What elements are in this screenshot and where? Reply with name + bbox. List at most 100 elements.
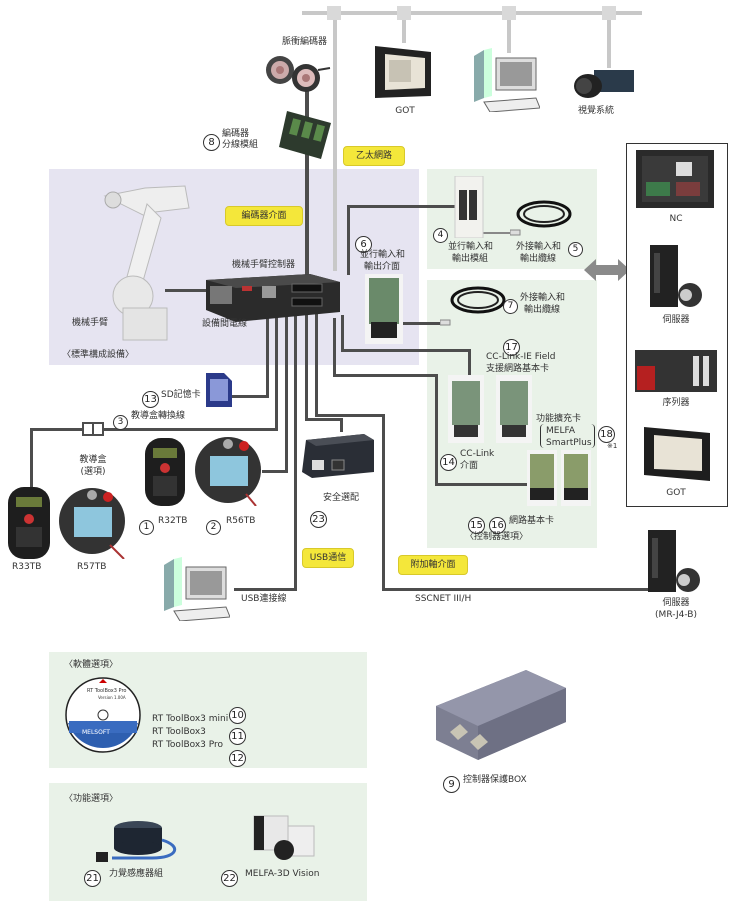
pulse-encoder-image: [262, 50, 332, 92]
encoder-interface-badge: 編碼器介面: [225, 206, 303, 226]
function-options-title: 〈功能選項〉: [64, 794, 119, 804]
software-option-label: RT ToolBox3 Pro: [152, 740, 224, 750]
safety-wire-v2: [340, 418, 343, 432]
ethernet-drop-pc: [507, 13, 511, 53]
encoder-splitter-label-1: 編碼器: [222, 129, 250, 139]
disc-brand: MELSOFT: [82, 729, 110, 736]
sscnet-wire-h2: [382, 588, 652, 591]
item-number-badge: 14: [440, 454, 457, 471]
additional-servo-image: [648, 530, 702, 596]
item-number-badge: 11: [229, 728, 246, 745]
safety-option-image: [302, 432, 374, 480]
usb-cable-label: USB連接線: [241, 594, 287, 604]
item-number-badge: 8: [203, 134, 220, 151]
cclink-wire-h1: [333, 374, 438, 377]
item-number-badge: 4: [433, 228, 448, 243]
external-io-cable-5-label-1: 外接輸入和: [516, 242, 562, 252]
parallel-io-unit-label-1: 並行輸入和: [448, 242, 494, 252]
vision-camera-image: [572, 64, 638, 104]
robot-arm-image: [85, 178, 195, 343]
tb-cable-item: 3: [113, 409, 128, 430]
smartplus-paren-right: [590, 424, 595, 448]
smartplus-label-1: 功能擴充卡: [536, 414, 582, 424]
ethernet-node: [327, 6, 341, 20]
io-unit-wire-v: [347, 205, 350, 275]
external-io-cable-5-label-2: 輸出纜線: [520, 254, 557, 264]
card-cable-wire: [403, 322, 443, 325]
additional-axis-badge: 附加軸介面: [398, 555, 468, 575]
parallel-io-unit-label-2: 輸出模組: [452, 254, 489, 264]
external-device-label: NC: [669, 214, 683, 224]
options-wire-v: [341, 315, 344, 351]
external-io-cable-5-item: 5: [568, 236, 583, 257]
item-number-badge: 1: [139, 520, 154, 535]
bidirectional-arrow-icon: [584, 259, 630, 281]
ethernet-backbone: [302, 11, 642, 15]
r57tb-label: R57TB: [77, 562, 107, 572]
cc-link-ie-label-1: CC-Link-IE Field: [486, 352, 556, 362]
got-side-image: [642, 425, 712, 483]
usb-pc-image: [160, 555, 230, 621]
item-number-badge: 6: [355, 236, 372, 253]
options-wire-h: [341, 349, 471, 352]
item-number-badge: 15: [468, 517, 485, 534]
cclink-wire-v2: [435, 374, 438, 486]
controller-label: 機械手臂控制器: [232, 260, 296, 270]
protection-box-image: [430, 662, 570, 768]
parallel-io-unit-item: 4: [433, 222, 448, 243]
smartplus-card-image-2: [561, 450, 591, 506]
teaching-pendant-label-1: 教導盒: [79, 455, 107, 465]
sd-wire-v: [266, 310, 269, 397]
software-option-label: RT ToolBox3 mini: [152, 714, 229, 724]
r32tb-image: [145, 438, 185, 506]
cc-link-card-image-2: [496, 375, 532, 443]
io-unit-wire-h: [347, 205, 457, 208]
cc-link-ie-item: 17: [503, 335, 520, 356]
r56tb-image: [194, 436, 264, 506]
item-number-badge: 3: [113, 415, 128, 430]
cc-link-card-image-1: [448, 375, 484, 443]
robot-controller-image: [200, 270, 340, 328]
vision-system-label: 視覺系統: [578, 106, 615, 116]
nc-image: [636, 150, 714, 208]
sd-wire-h: [232, 395, 269, 398]
standard-config-note: 〈標準構成設備〉: [62, 350, 135, 360]
protection-box-item: 9: [443, 772, 460, 793]
tb-wire-v: [275, 310, 278, 430]
ethernet-drop-controller: [333, 13, 337, 271]
vision-3d-label: MELFA-3D Vision: [245, 869, 320, 879]
sd-card-label: SD記憶卡: [161, 390, 201, 400]
r57tb-image: [58, 487, 128, 559]
force-sensor-item: 21: [84, 866, 101, 887]
external-io-cable-7-image: [440, 282, 506, 330]
r33tb-image: [8, 487, 50, 559]
item-number-badge: 17: [503, 339, 520, 356]
software-disc-image: [65, 677, 141, 753]
pc-top-image: [470, 46, 540, 112]
cc-link-item: 14: [440, 450, 457, 471]
item-number-badge: 10: [229, 707, 246, 724]
force-sensor-label: 力覺感應器組: [109, 869, 164, 879]
protection-box-label: 控制器保護BOX: [463, 775, 527, 785]
software-option-item: 10: [229, 703, 246, 724]
item-number-badge: 12: [229, 750, 246, 767]
software-option-item: 11: [229, 724, 246, 745]
encoder-splitter-label-2: 分線模組: [222, 140, 259, 150]
item-number-badge: 13: [142, 391, 159, 408]
item-number-badge: 2: [206, 520, 221, 535]
got-top-label: GOT: [395, 106, 415, 116]
smartplus-card-image-1: [527, 450, 557, 506]
sscnet-wire-v1: [315, 310, 318, 416]
robot-controller-wire: [165, 289, 207, 292]
network-base-card-item-a: 15: [468, 513, 485, 534]
vision-3d-image: [248, 812, 316, 864]
item-number-badge: 23: [310, 511, 327, 528]
r33tb-label: R33TB: [12, 562, 42, 572]
item-number-badge: 16: [489, 517, 506, 534]
smartplus-note: ※1: [607, 442, 618, 450]
item-number-badge: 18: [598, 426, 615, 443]
smartplus-paren-left: [540, 424, 545, 448]
sd-card-item: 13: [142, 387, 159, 408]
options-wire-v2: [468, 349, 471, 379]
tb-cable-label: 教導盒轉換線: [131, 411, 186, 421]
